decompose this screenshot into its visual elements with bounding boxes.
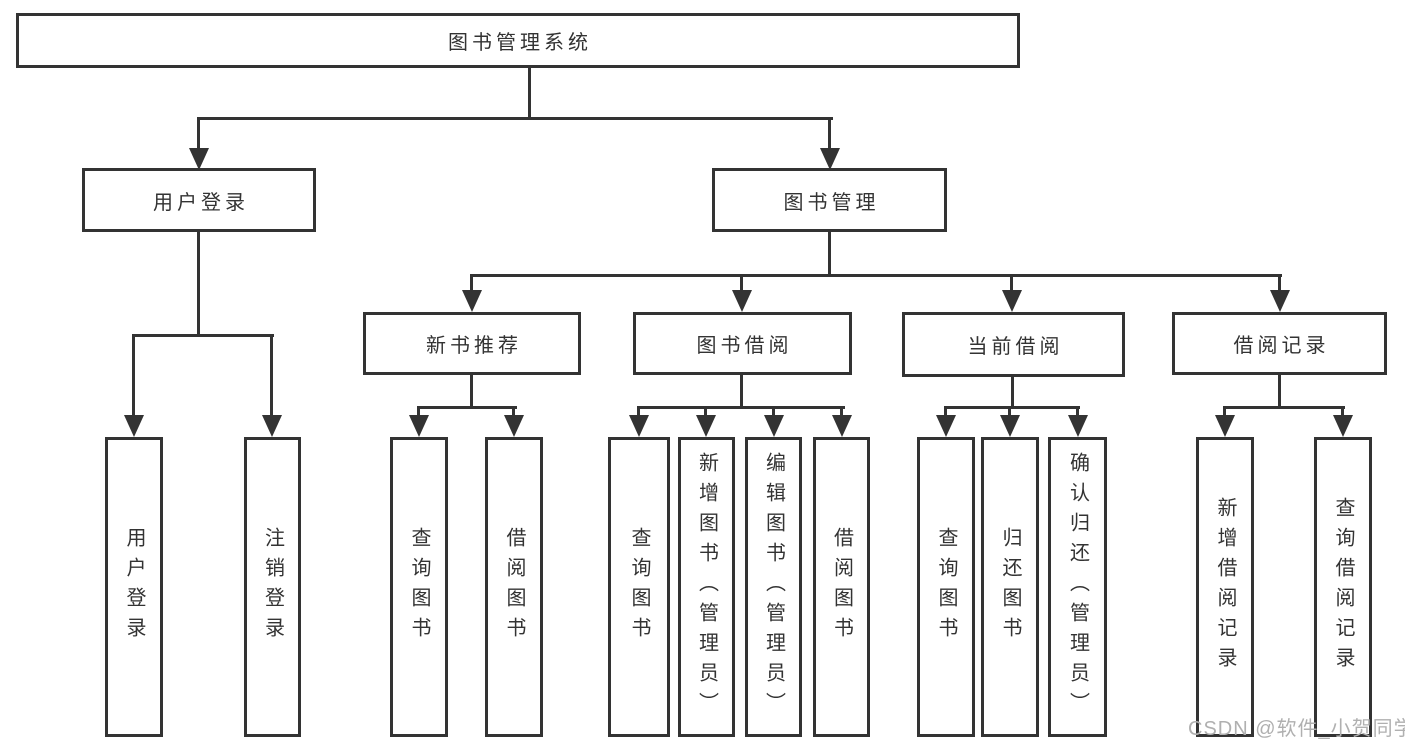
arrowhead-down <box>629 415 649 437</box>
leaf-borrow-edit-book-admin: 编辑图书（管理员） <box>745 437 802 737</box>
arrowhead-down <box>124 415 144 437</box>
arrowhead-down <box>1068 415 1088 437</box>
connector-line <box>772 406 775 418</box>
arrowhead-down <box>732 290 752 312</box>
node-current-borrow: 当前借阅 <box>902 312 1125 377</box>
connector-line <box>1278 274 1281 294</box>
node-new-book-recommend: 新书推荐 <box>363 312 581 375</box>
arrowhead-down <box>696 415 716 437</box>
connector-line <box>828 230 831 277</box>
leaf-borrow-add-book-admin: 新增图书（管理员） <box>678 437 735 737</box>
arrowhead-down <box>462 290 482 312</box>
connector-line <box>1223 406 1345 409</box>
leaf-records-query-record: 查询借阅记录 <box>1314 437 1372 737</box>
connector-line <box>1008 406 1011 418</box>
arrowhead-down <box>1333 415 1353 437</box>
connector-line <box>197 117 200 151</box>
arrowhead-down <box>262 415 282 437</box>
node-book-borrow: 图书借阅 <box>633 312 852 375</box>
arrowhead-down <box>504 415 524 437</box>
leaf-recommend-borrow-book: 借阅图书 <box>485 437 543 737</box>
connector-line <box>1011 375 1014 409</box>
connector-line <box>197 117 833 120</box>
connector-line <box>417 406 420 418</box>
connector-line <box>270 334 273 418</box>
leaf-recommend-query-book: 查询图书 <box>390 437 448 737</box>
connector-line <box>132 334 274 337</box>
connector-line <box>470 274 1282 277</box>
connector-line <box>1076 406 1079 418</box>
arrowhead-down <box>1000 415 1020 437</box>
connector-line <box>944 406 1080 409</box>
connector-line <box>637 406 640 418</box>
leaf-current-confirm-return-admin: 确认归还（管理员） <box>1048 437 1107 737</box>
connector-line <box>1010 274 1013 294</box>
connector-line <box>512 406 515 418</box>
arrowhead-down <box>764 415 784 437</box>
node-system-root: 图书管理系统 <box>16 13 1020 68</box>
csdn-watermark: CSDN @软件_小贺同学 <box>1188 718 1405 740</box>
arrowhead-down <box>409 415 429 437</box>
connector-line <box>944 406 947 418</box>
node-user-login: 用户登录 <box>82 168 316 232</box>
connector-line <box>417 406 517 409</box>
leaf-borrow-query-book: 查询图书 <box>608 437 670 737</box>
connector-line <box>197 231 200 337</box>
connector-line <box>1278 373 1281 409</box>
connector-line <box>828 117 831 151</box>
connector-line <box>740 373 743 409</box>
leaf-current-query-book: 查询图书 <box>917 437 975 737</box>
connector-line <box>1223 406 1226 418</box>
node-borrow-records: 借阅记录 <box>1172 312 1387 375</box>
connector-line <box>840 406 843 418</box>
leaf-logout: 注销登录 <box>244 437 301 737</box>
connector-line <box>528 66 531 120</box>
arrowhead-down <box>189 148 209 170</box>
arrowhead-down <box>1002 290 1022 312</box>
leaf-current-return-book: 归还图书 <box>981 437 1039 737</box>
connector-line <box>132 334 135 418</box>
leaf-records-add-record: 新增借阅记录 <box>1196 437 1254 737</box>
connector-line <box>740 274 743 294</box>
connector-line <box>470 274 473 294</box>
arrowhead-down <box>1215 415 1235 437</box>
arrowhead-down <box>936 415 956 437</box>
arrowhead-down <box>832 415 852 437</box>
connector-line <box>704 406 707 418</box>
leaf-borrow-borrow-book: 借阅图书 <box>813 437 870 737</box>
node-book-management: 图书管理 <box>712 168 947 232</box>
connector-line <box>470 373 473 409</box>
connector-line <box>637 406 845 409</box>
arrowhead-down <box>1270 290 1290 312</box>
arrowhead-down <box>820 148 840 170</box>
connector-line <box>1341 406 1344 418</box>
leaf-user-login: 用户登录 <box>105 437 163 737</box>
